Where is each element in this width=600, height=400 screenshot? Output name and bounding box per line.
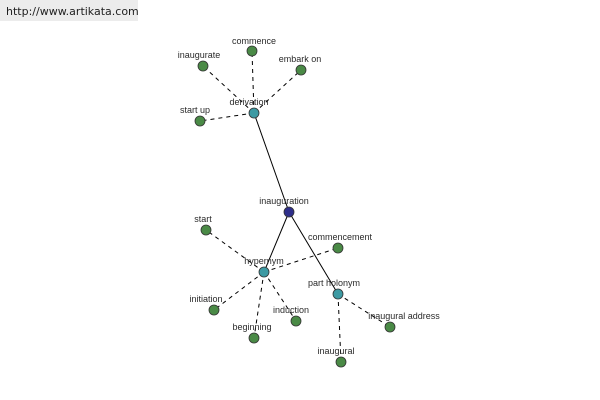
node-induction[interactable] (290, 315, 302, 327)
node-beginning[interactable] (248, 332, 260, 344)
label-inaugural-address[interactable]: inaugural address (368, 311, 440, 321)
edge-derivation-to-commence (251, 50, 255, 114)
label-relation-hypernym[interactable]: hypernym (244, 256, 284, 266)
node-inaugural-address[interactable] (384, 321, 396, 333)
label-inaugural[interactable]: inaugural (317, 346, 354, 356)
edge-hypernym-to-beginning (253, 271, 265, 339)
node-relation-hypernym[interactable] (258, 266, 270, 278)
label-inaugurate[interactable]: inaugurate (178, 50, 221, 60)
edge-derivation-to-inaugurate (202, 65, 255, 114)
edge-center-to-part-holonym (288, 211, 339, 295)
label-beginning[interactable]: beginning (232, 322, 271, 332)
edges-layer (199, 50, 391, 363)
site-url[interactable]: http://www.artikata.com (6, 5, 139, 18)
label-start-up[interactable]: start up (180, 105, 210, 115)
nodes-layer (194, 45, 396, 368)
label-induction[interactable]: induction (273, 305, 309, 315)
label-initiation[interactable]: initiation (189, 294, 222, 304)
node-start-up[interactable] (194, 115, 206, 127)
edge-derivation-to-embark-on (253, 69, 302, 114)
label-start[interactable]: start (194, 214, 212, 224)
node-start[interactable] (200, 224, 212, 236)
url-banner: http://www.artikata.com (0, 0, 139, 21)
edge-center-to-derivation (253, 112, 290, 213)
label-commence[interactable]: commence (232, 36, 276, 46)
node-relation-part-holonym[interactable] (332, 288, 344, 300)
edge-center-to-hypernym (263, 211, 290, 273)
edge-hypernym-to-induction (263, 271, 297, 322)
label-commencement[interactable]: commencement (308, 232, 373, 242)
edge-hypernym-to-start (205, 229, 265, 273)
node-initiation[interactable] (208, 304, 220, 316)
node-embark-on[interactable] (295, 64, 307, 76)
label-center-inauguration[interactable]: inauguration (259, 196, 309, 206)
node-inaugurate[interactable] (197, 60, 209, 72)
node-commencement[interactable] (332, 242, 344, 254)
node-inaugural[interactable] (335, 356, 347, 368)
node-commence[interactable] (246, 45, 258, 57)
node-relation-derivation[interactable] (248, 107, 260, 119)
edge-hypernym-to-commencement (263, 247, 339, 273)
label-relation-derivation[interactable]: derivation (229, 97, 268, 107)
edge-derivation-to-start-up (199, 112, 255, 122)
edge-part-holonym-to-inaugural (337, 293, 342, 363)
edge-hypernym-to-initiation (213, 271, 265, 311)
node-center-inauguration[interactable] (283, 206, 295, 218)
edge-part-holonym-to-inaugural-address (337, 293, 391, 328)
label-embark-on[interactable]: embark on (279, 54, 322, 64)
label-relation-part-holonym[interactable]: part holonym (308, 278, 360, 288)
